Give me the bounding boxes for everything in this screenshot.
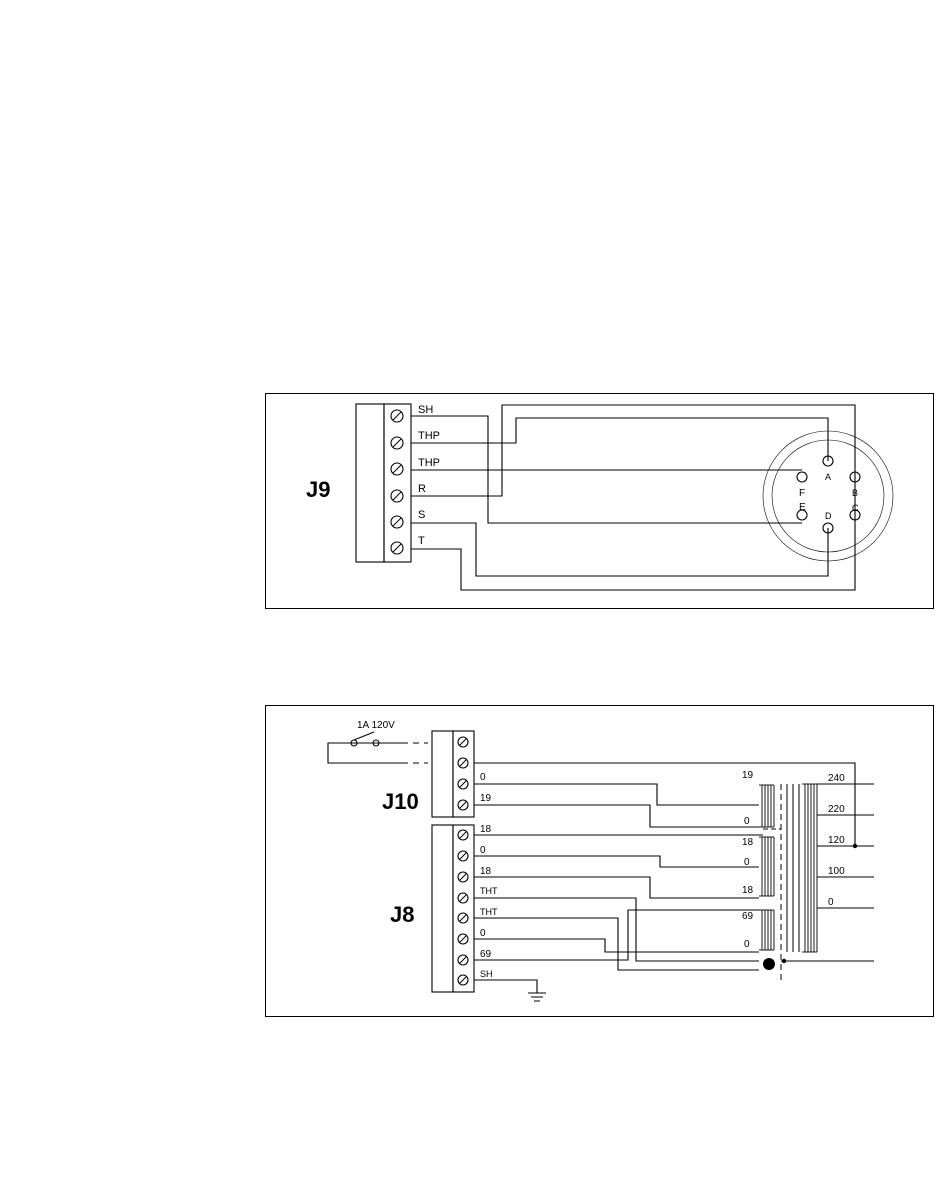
j9-terminal-label-3: THP [418,457,440,469]
pin-label-e: E [799,502,806,513]
secondary-label-19: 19 [742,770,754,781]
j9-terminal-label-1: SH [418,404,433,416]
j9-terminal-label-5: S [418,509,425,521]
secondary-label-0-b: 0 [744,857,750,868]
j10-terminal-block [432,731,474,817]
wire-j8-tht-b [474,918,759,970]
j8-terminal-label-5: THT [480,907,498,917]
j9-terminal-block [356,404,411,562]
j8-terminal-label-7: 69 [480,949,492,960]
wire-thp-1 [411,418,828,461]
pin-label-d: D [825,511,832,521]
j10-title: J10 [382,789,419,814]
j8-terminal-label-6: 0 [480,928,486,939]
j8-j10-diagram: 1A 120V J10 0 19 [266,706,935,1018]
j9-diagram: J9 SH THP THP R S T A B C [266,394,935,610]
wire-j8-0-a [474,856,759,867]
pin-label-a: A [825,472,831,482]
secondary-label-69: 69 [742,911,754,922]
j8-terminal-label-4: THT [480,886,498,896]
secondary-label-0-c: 0 [744,939,750,950]
ground-icon [474,980,546,1001]
j9-terminal-label-2: THP [418,430,440,442]
j8-terminal-label-2: 0 [480,845,486,856]
j9-title: J9 [306,477,330,502]
secondary-label-18-a: 18 [742,837,754,848]
transformer-primary-winding [802,784,817,952]
secondary-label-18-b: 18 [742,885,754,896]
fuse-switch: 1A 120V [328,720,428,763]
pin-label-b: B [852,488,858,498]
wire-j10-19 [474,805,759,827]
j8-terminal-block [432,825,474,992]
j9-screw-terminals [391,410,403,554]
j10-terminal-label-4: 19 [480,793,492,804]
primary-tap-100: 100 [828,866,845,877]
j8-title: J8 [390,902,414,927]
j8-j10-wiring-panel: 1A 120V J10 0 19 [265,705,934,1017]
primary-tap-120: 120 [828,835,845,846]
j8-terminal-label-8: SH [480,969,493,979]
secondary-label-0-a: 0 [744,816,750,827]
j9-wires [411,405,855,590]
pin-label-c: C [852,503,859,513]
wire-r [411,405,855,590]
primary-tap-240: 240 [828,773,845,784]
terminal-dot [763,958,775,970]
j10-terminal-label-3: 0 [480,772,486,783]
j8-terminal-label-3: 18 [480,866,492,877]
wire-j10-0 [474,784,759,805]
j9-terminal-label-4: R [418,483,426,495]
primary-tap-220: 220 [828,804,845,815]
j9-terminal-label-6: T [418,535,425,547]
j8-terminal-label-1: 18 [480,824,492,835]
wire-s [411,523,828,576]
transformer-secondary-windings: 19 0 18 0 18 69 0 [742,770,774,950]
wire-j8-18-b [474,877,759,898]
wire-j8-0-b [474,939,759,952]
j9-wiring-panel: J9 SH THP THP R S T A B C [265,393,934,609]
pin-label-f: F [799,488,805,499]
primary-tap-lines: 240 220 120 100 0 [817,773,874,908]
switch-label: 1A 120V [357,720,395,731]
primary-tap-0: 0 [828,897,834,908]
